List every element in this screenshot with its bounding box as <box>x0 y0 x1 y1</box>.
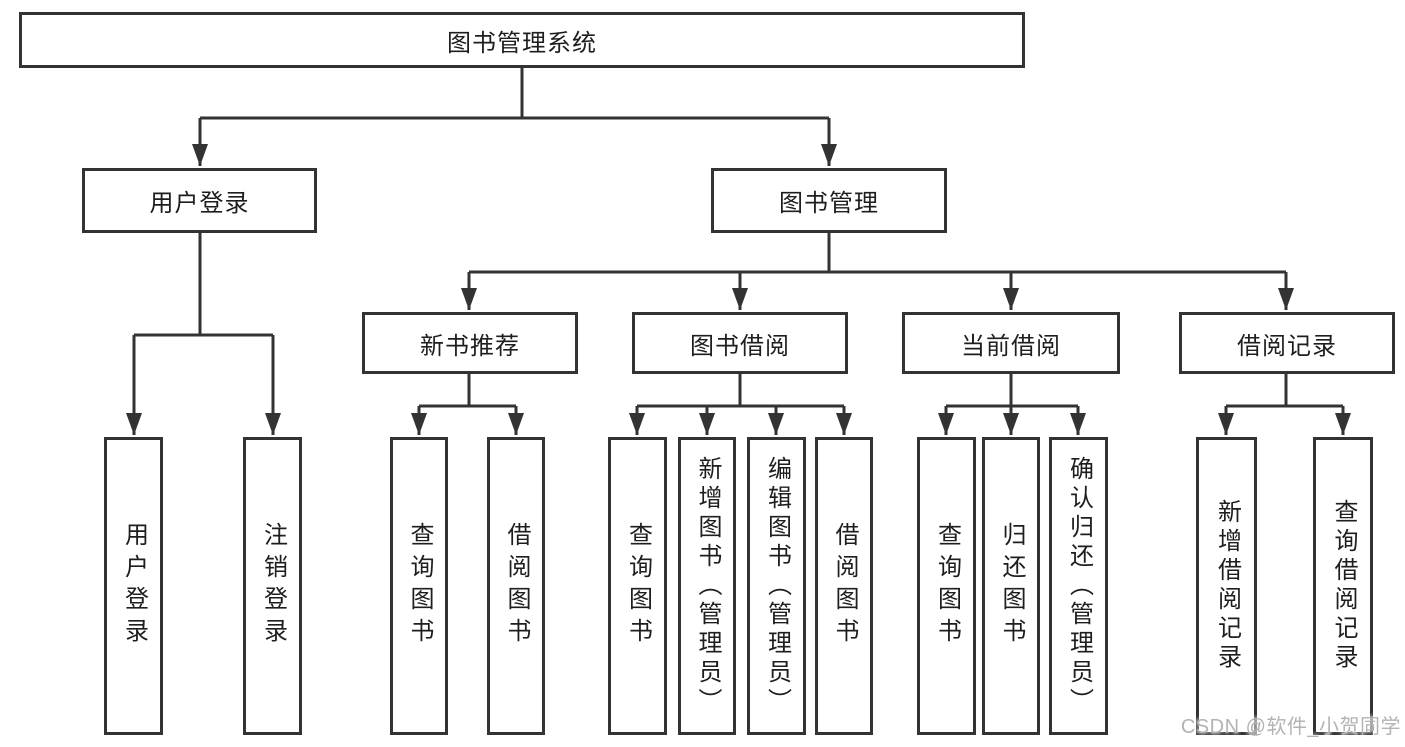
node-query-borrow-record: 查询借阅记录 <box>1313 437 1373 735</box>
node-user-login-label: 用户登录 <box>149 190 250 217</box>
node-edit-book-admin: 编辑图书（管理员） <box>747 437 806 735</box>
node-edit-book-admin-label: 编辑图书（管理员） <box>763 455 791 717</box>
node-return-books: 归还图书 <box>982 437 1040 735</box>
node-borrow-books-2: 借阅图书 <box>815 437 873 735</box>
node-query-books-1: 查询图书 <box>390 437 448 735</box>
node-root-label: 图书管理系统 <box>447 29 597 57</box>
connector-borrow-records-children <box>1218 374 1351 435</box>
node-borrow-records-label: 借阅记录 <box>1237 332 1337 360</box>
node-book-management-label: 图书管理 <box>779 190 879 217</box>
node-borrow-books-1-label: 借阅图书 <box>503 522 530 650</box>
node-add-book-admin: 新增图书（管理员） <box>678 437 736 735</box>
node-user-login: 用户登录 <box>82 168 317 233</box>
node-add-borrow-record-label: 新增借阅记录 <box>1213 499 1241 673</box>
node-new-book-recommend-label: 新书推荐 <box>420 332 520 360</box>
connector-new-book-children <box>411 374 524 435</box>
node-logout: 注销登录 <box>243 437 302 735</box>
node-borrow-books-1: 借阅图书 <box>487 437 545 735</box>
node-return-books-label: 归还图书 <box>998 522 1025 650</box>
node-query-books-2-label: 查询图书 <box>624 522 652 650</box>
connector-book-management-sections <box>461 233 1294 310</box>
node-new-book-recommend: 新书推荐 <box>362 312 578 374</box>
connector-user-login-children <box>126 233 281 435</box>
node-query-borrow-record-label: 查询借阅记录 <box>1330 499 1357 673</box>
connector-root-to-level2 <box>192 68 837 166</box>
node-book-management: 图书管理 <box>711 168 947 233</box>
node-query-books-1-label: 查询图书 <box>406 522 433 650</box>
node-book-borrow: 图书借阅 <box>632 312 848 374</box>
node-borrow-books-2-label: 借阅图书 <box>831 522 858 650</box>
node-book-borrow-label: 图书借阅 <box>690 332 790 360</box>
node-borrow-records: 借阅记录 <box>1179 312 1395 374</box>
node-current-borrow-label: 当前借阅 <box>961 332 1061 360</box>
node-user-login-leaf: 用户登录 <box>104 437 163 735</box>
node-user-login-leaf-label: 用户登录 <box>120 522 148 650</box>
node-root: 图书管理系统 <box>19 12 1025 68</box>
node-add-book-admin-label: 新增图书（管理员） <box>694 455 721 717</box>
node-confirm-return-admin: 确认归还（管理员） <box>1049 437 1108 735</box>
node-query-books-3: 查询图书 <box>917 437 976 735</box>
node-query-books-3-label: 查询图书 <box>933 522 961 650</box>
connector-current-borrow-children <box>938 374 1086 435</box>
node-query-books-2: 查询图书 <box>608 437 667 735</box>
csdn-watermark: CSDN @软件_小贺同学 <box>1180 716 1401 738</box>
node-logout-label: 注销登录 <box>259 522 287 650</box>
node-confirm-return-admin-label: 确认归还（管理员） <box>1065 455 1093 717</box>
connector-book-borrow-children <box>629 374 852 435</box>
node-current-borrow: 当前借阅 <box>902 312 1120 374</box>
node-add-borrow-record: 新增借阅记录 <box>1196 437 1257 735</box>
